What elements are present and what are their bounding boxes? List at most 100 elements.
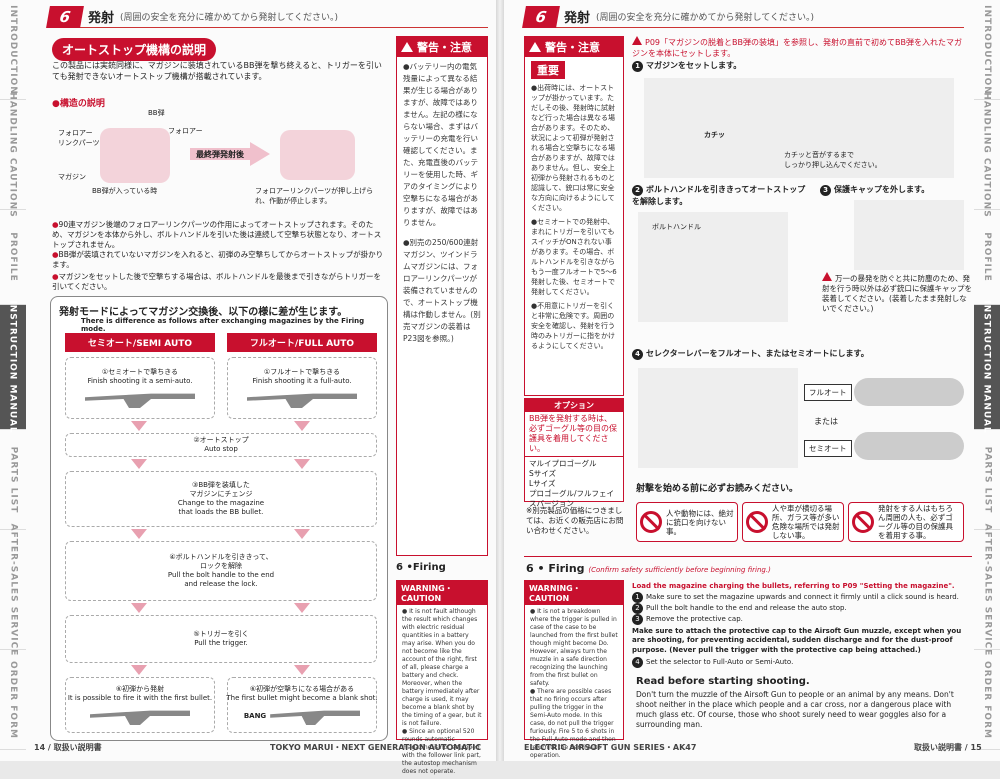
tab-parts-list[interactable]: PARTS LIST — [974, 430, 1000, 530]
step-number: 3 — [632, 613, 643, 625]
tab-parts-list[interactable]: PARTS LIST — [0, 430, 26, 530]
section-header: 6 発射 (周囲の安全を充分に確かめてから発射してください。) — [522, 5, 964, 28]
side-tabs-left: INTRODUCTION HANDLING CAUTIONS PROFILE I… — [0, 0, 26, 761]
selector-semi-illustration — [854, 432, 964, 460]
tab-order-form[interactable]: ORDER FORM — [974, 650, 1000, 750]
bullet-1: ●90連マガジン後端のフォロアーリンクパーツの作用によってオートストップされます… — [52, 220, 382, 249]
label-after: フォロアーリンクパーツが押し上げられ、作動が停止します。 — [255, 187, 374, 205]
label-magazine: マガジン — [58, 173, 86, 181]
en-step-0: Load the magazine charging the bullets, … — [632, 582, 955, 590]
step-number: 1 — [632, 591, 643, 603]
tab-profile[interactable]: PROFILE — [0, 210, 26, 305]
warning-box-en: WARNING・CAUTION ● It is not fault althou… — [396, 580, 488, 775]
semi-auto-header: セミオート/SEMI AUTO — [65, 333, 215, 352]
tab-handling-cautions[interactable]: HANDLING CAUTIONS — [0, 92, 26, 217]
bullet-1-text: 90連マガジン後端のフォロアーリンクパーツの作用によってオートストップされます。… — [52, 220, 382, 249]
tab-after-sales[interactable]: AFTER-SALES SERVICE — [974, 523, 1000, 656]
full-auto-label: フルオート — [804, 384, 852, 401]
read-en-heading: Read before starting shooting. — [636, 676, 810, 687]
step4-text: セレクターレバーをフルオート、またはセミオートにします。 — [646, 349, 869, 358]
option-item: Lサイズ — [529, 479, 556, 488]
step6-full: ⑥初弾が空撃ちになる場合がある The first bullet might b… — [226, 677, 378, 733]
label-follower-link: フォロアー リンクパーツ — [58, 129, 100, 147]
page-15: INTRODUCTION HANDLING CAUTIONS PROFILE I… — [504, 0, 1000, 761]
warning-text-2: ●セミオートでの発射中、まれにトリガーを引いてもスイッチがONされない事がありま… — [531, 218, 617, 296]
step3-note: 万一の暴発を防ぐと共に防塵のため、発射を行う時以外は必ず銃口に保護キャップを装着… — [822, 272, 972, 314]
warning-en-header: WARNING・CAUTION — [525, 581, 623, 605]
mode-title: 発射モードによってマガジン交換後、以下の様に差が生じます。 — [59, 307, 348, 318]
step5-pull-trigger: ⑤トリガーを引く Pull the trigger. — [65, 615, 377, 663]
warning-box-jp: 警告・注意 重要 ●出荷時には、オートストップが掛かっています。ただしその後、発… — [524, 36, 624, 396]
structure-heading: ●構造の説明 — [52, 99, 105, 109]
label-loaded: BB弾が入っている時 — [92, 187, 158, 195]
warning-en-header: WARNING・CAUTION — [397, 581, 487, 605]
tab-profile[interactable]: PROFILE — [974, 210, 1000, 305]
caution-1-text: 人や動物には、絶対に銃口を向けない事。 — [666, 508, 734, 536]
firing-en-heading: 6 • Firing (Confirm safety sufficiently … — [526, 562, 771, 575]
label-follower: フォロアー — [168, 127, 203, 135]
warning-header: 警告・注意 — [525, 37, 623, 57]
arrow-down — [131, 603, 147, 613]
option-goggle-note: BB弾を発射する時は、必ずゴーグル等の目の保護具を着用してください。 — [525, 412, 623, 457]
warning-en-text: ● It is not fault although the result wh… — [402, 608, 482, 775]
selector-illustration — [638, 368, 798, 468]
arrow-down — [294, 459, 310, 469]
selector-full-illustration — [854, 378, 964, 406]
step1-text: マガジンをセットします。 — [646, 61, 742, 70]
caution-2-text: 人や車が横切る場所、ガラス等が多い危険な場所では発射しない事。 — [772, 504, 840, 540]
section-header: 6 発射 (周囲の安全を充分に確かめてから発射してください。) — [46, 5, 488, 28]
arrow-down — [131, 459, 147, 469]
section-title: 発射 — [88, 11, 115, 26]
last-shot-arrow: 最終弾発射後 — [190, 142, 270, 166]
tab-after-sales[interactable]: AFTER-SALES SERVICE — [0, 523, 26, 656]
footer-right: 取扱い説明書 / 15 — [914, 743, 982, 752]
tab-introduction[interactable]: INTRODUCTION — [974, 0, 1000, 100]
step-number: 4 — [632, 657, 643, 668]
click-label: カチッ — [704, 131, 725, 139]
warning-title: 警告・注意 — [545, 41, 600, 54]
full-auto-header: フルオート/FULL AUTO — [227, 333, 377, 352]
arrow-down — [294, 529, 310, 539]
tab-handling-cautions[interactable]: HANDLING CAUTIONS — [974, 92, 1000, 217]
caution-2: 人や車が横切る場所、ガラス等が多い危険な場所では発射しない事。 — [742, 502, 844, 542]
warning-text: ●バッテリー内の電気残量によって異なる結果が生じる場合がありますが、故障ではあり… — [403, 62, 478, 227]
en-step-5-text: Set the selector to Full-Auto or Semi-Au… — [646, 658, 794, 666]
mode-subtitle: There is difference as follows after exc… — [81, 317, 365, 333]
label-last-shot: 最終弾発射後 — [196, 149, 244, 159]
step-number: 1 — [632, 61, 643, 72]
step1-full: ①フルオートで撃ちきる Finish shooting it a full-au… — [227, 357, 377, 419]
step6-full-text: ⑥初弾が空撃ちになる場合がある The first bullet might b… — [226, 685, 378, 702]
step-number: 3 — [820, 185, 831, 196]
page-number: 15 — [970, 743, 982, 752]
warning-text-3: ●不用意にトリガーを引くと非常に危険です。周囲の安全を確認し、発射を行う時のみト… — [531, 302, 615, 350]
step2-autostop: ②オートストップ Auto stop — [65, 433, 377, 457]
en-step-3-text: Remove the protective cap. — [646, 614, 743, 623]
caution-3: 発射をする人はもちろん周囲の人も、必ずゴーグル等の目の保護具を着用する事。 — [848, 502, 964, 542]
section-number: 6 — [522, 5, 560, 28]
tab-instruction-manual[interactable]: INSTRUCTION MANUAL — [974, 300, 1000, 434]
firing-mode-box: 発射モードによってマガジン交換後、以下の様に差が生じます。 There is d… — [50, 296, 388, 741]
footer-label: 取扱い説明書 — [914, 743, 962, 752]
warning-en-title: WARNING・CAUTION — [401, 584, 453, 603]
footer-label: 取扱い説明書 — [53, 743, 102, 752]
rifle-illustration — [247, 393, 357, 408]
step3-change-magazine: ③BB弾を装填した マガジンにチェンジ Change to the magazi… — [65, 471, 377, 527]
tab-introduction[interactable]: INTRODUCTION — [0, 0, 26, 100]
prohibited-icon — [746, 511, 768, 533]
step1-semi-text: ①セミオートで撃ちきる Finish shooting it a semi-au… — [87, 368, 193, 385]
tab-instruction-manual[interactable]: INSTRUCTION MANUAL — [0, 300, 26, 434]
step1-full-text: ①フルオートで撃ちきる Finish shooting it a full-au… — [252, 368, 352, 385]
side-tabs-right: INTRODUCTION HANDLING CAUTIONS PROFILE I… — [974, 0, 1000, 761]
tab-order-form[interactable]: ORDER FORM — [0, 650, 26, 750]
arrow-down — [294, 421, 310, 431]
en-steps: Load the magazine charging the bullets, … — [632, 582, 962, 668]
bullet-2: ●BB弾が装填されていないマガジンを入れると、初弾のみ空撃ちしてからオートストッ… — [52, 250, 384, 269]
arrow-down — [294, 665, 310, 675]
section-title: 発射 — [564, 11, 591, 26]
